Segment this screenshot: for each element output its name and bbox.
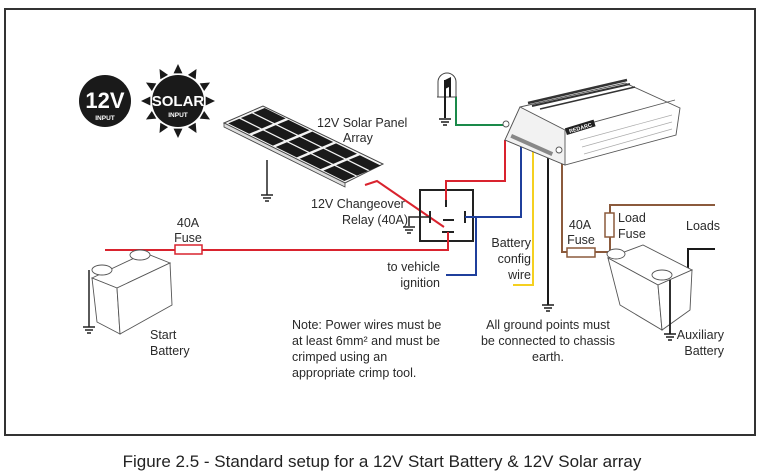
ground-note-line-2: be connected to chassis	[481, 334, 615, 348]
solar-cell	[251, 130, 285, 146]
sensor-icon	[437, 72, 457, 126]
aux-battery-label-2: Battery	[684, 344, 724, 358]
start-fuse-icon	[174, 244, 203, 255]
sun-ray	[141, 96, 151, 106]
ignition-label-2: ignition	[400, 276, 440, 290]
badge-12v-main: 12V	[85, 88, 124, 113]
badge-12v-sub: INPUT	[95, 115, 115, 122]
solar-cell	[288, 136, 321, 153]
start-fuse-label-1: 40A	[177, 216, 200, 230]
aux-fuse-label-1: 40A	[569, 218, 592, 232]
solar-panel-label-2: Array	[343, 131, 374, 145]
wire-start-battery-positive	[105, 232, 449, 251]
start-fuse-label-2: Fuse	[174, 231, 202, 245]
sun-ray	[145, 82, 157, 92]
start-battery-label-1: Start	[150, 328, 177, 342]
load-fuse-icon	[604, 212, 615, 238]
ground-note: All ground points must be connected to c…	[481, 318, 615, 364]
wire-sensor	[455, 97, 503, 126]
load-fuse-label-1: Load	[618, 211, 646, 225]
load-fuse-label-2: Fuse	[618, 227, 646, 241]
solar-cell	[228, 118, 261, 134]
aux-battery-label-1: Auxiliary	[677, 328, 725, 342]
solar-cell	[324, 143, 358, 159]
relay-label-2: Relay (40A)	[342, 213, 408, 227]
solar-cell	[299, 154, 332, 170]
solar-cell	[277, 119, 310, 135]
badge-solar-main: SOLAR	[152, 93, 205, 110]
solar-cell	[275, 142, 308, 158]
sun-ray	[205, 96, 215, 106]
note-line-1: Note: Power wires must be	[292, 318, 441, 332]
sun-ray	[187, 122, 197, 134]
wire-charger-ground	[542, 150, 554, 312]
aux-battery-icon	[606, 244, 694, 331]
solar-cell	[336, 160, 369, 176]
ground-note-line-1: All ground points must	[486, 318, 610, 332]
sun-ray	[187, 68, 197, 80]
figure-caption: Figure 2.5 - Standard setup for a 12V St…	[123, 452, 642, 471]
sun-ray	[199, 110, 211, 120]
aux-battery-ground	[664, 280, 676, 341]
aux-fuse-label-2: Fuse	[567, 233, 595, 247]
solar-cell	[323, 165, 356, 181]
ground-symbol-icon	[261, 194, 273, 202]
sun-ray	[173, 128, 183, 138]
relay-label-1: 12V Changeover	[311, 197, 405, 211]
ground-note-line-3: earth.	[532, 350, 564, 364]
sun-ray	[159, 68, 169, 80]
loads-label: Loads	[686, 219, 720, 233]
solar-panel-icon	[222, 105, 385, 202]
sun-ray	[199, 82, 211, 92]
sun-ray	[159, 122, 169, 134]
note-line-2: at least 6mm² and must be	[292, 334, 440, 348]
solar-cell	[253, 108, 286, 124]
start-battery-label-2: Battery	[150, 344, 190, 358]
solar-cell	[264, 125, 297, 141]
config-label-1: Battery	[491, 236, 531, 250]
solar-cell	[301, 131, 334, 147]
solar-cell	[240, 113, 273, 129]
note-line-4: appropriate crimp tool.	[292, 366, 416, 380]
sun-rays-icon	[141, 64, 215, 138]
note-line-3: crimped using an	[292, 350, 387, 364]
badge-solar-sub: INPUT	[168, 112, 188, 119]
solar-panel-label-1: 12V Solar Panel	[317, 116, 407, 130]
wire-battery-config	[513, 145, 534, 286]
wire-relay-coil	[465, 143, 522, 218]
ignition-label-1: to vehicle	[387, 260, 440, 274]
wire-solar-positive	[364, 179, 445, 228]
solar-cell	[312, 148, 345, 164]
aux-fuse-icon	[566, 247, 596, 258]
power-wires-note: Note: Power wires must be at least 6mm² …	[292, 318, 441, 380]
config-label-3: wire	[507, 268, 531, 282]
badge-solar-input: SOLAR INPUT	[141, 64, 215, 138]
wire-ignition	[446, 217, 477, 276]
start-battery-icon	[90, 249, 173, 335]
badge-12v-input: 12V INPUT	[79, 75, 131, 127]
sun-ray	[173, 64, 183, 74]
sun-ray	[145, 110, 157, 120]
solar-cell	[348, 155, 381, 171]
start-battery-ground	[83, 270, 95, 334]
solar-cells	[228, 108, 381, 181]
diagram-frame	[4, 8, 756, 436]
config-label-2: config	[498, 252, 531, 266]
wire-relay-to-charger	[445, 140, 506, 200]
